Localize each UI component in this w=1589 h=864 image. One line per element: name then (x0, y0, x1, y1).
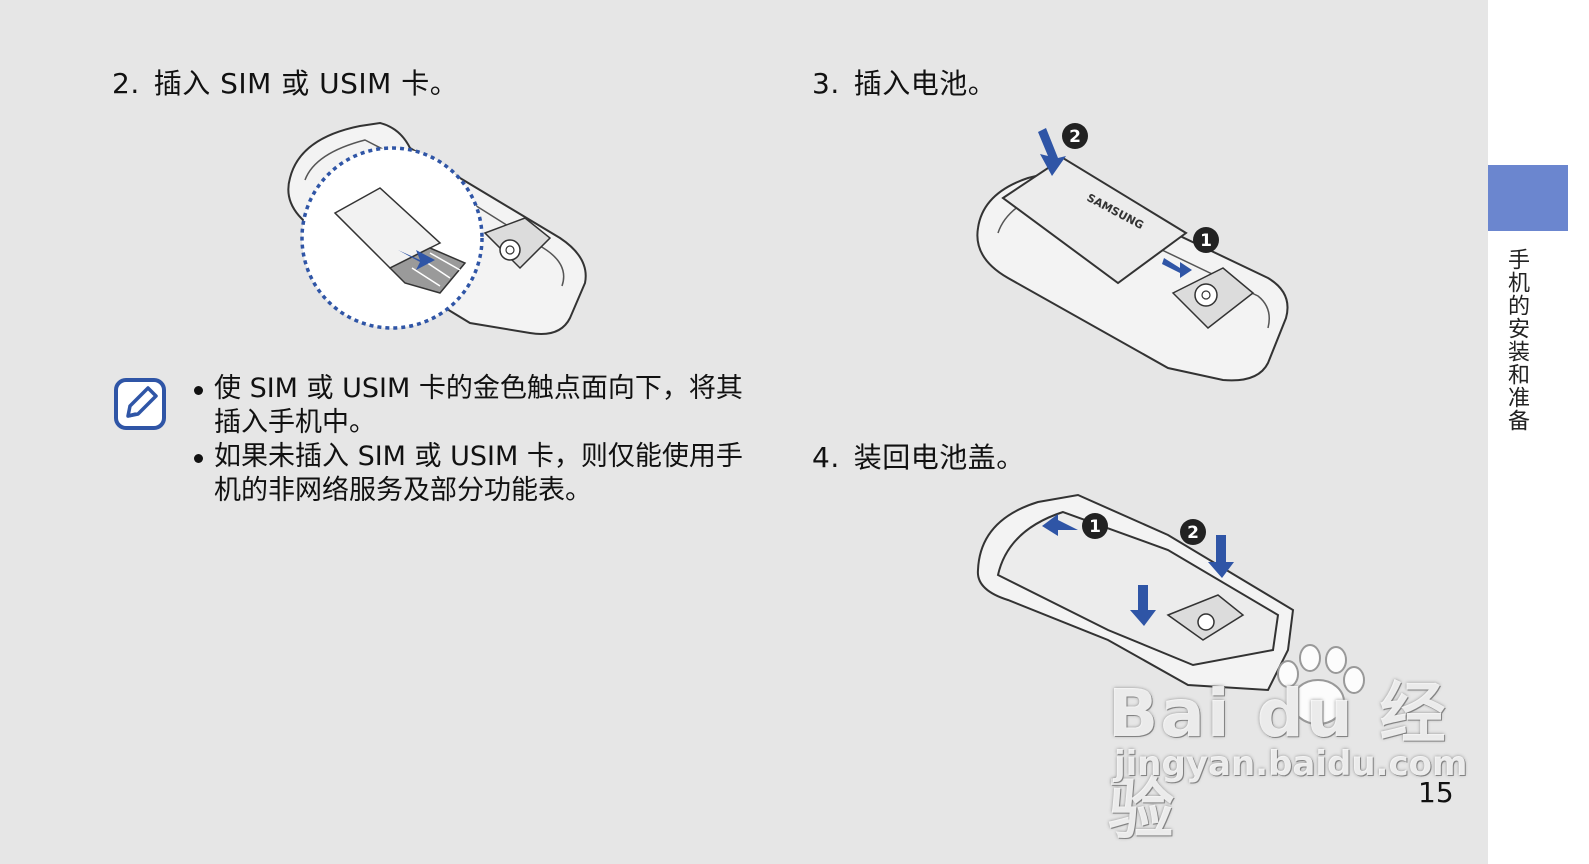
step-text: 插入电池。 (853, 67, 997, 100)
sim-insert-illustration (287, 121, 587, 335)
step-marker-1 (1193, 227, 1219, 253)
battery (1001, 156, 1188, 285)
step-number: 2. (112, 67, 140, 100)
note-pencil-icon (114, 378, 166, 430)
step-number: 3. (812, 67, 840, 100)
note-list: 使 SIM 或 USIM 卡的金色触点面向下，将其插入手机中。 如果未插入 SI… (192, 372, 752, 508)
press-down-arrow-icon (1130, 585, 1156, 626)
battery-cover-illustration: 1 2 (976, 493, 1295, 692)
slide-left-arrow-icon (1042, 514, 1078, 536)
note-item: 使 SIM 或 USIM 卡的金色触点面向下，将其插入手机中。 (192, 372, 752, 440)
step-4-heading: 4. 装回电池盖。 (812, 436, 1025, 476)
cover-marker-1 (1082, 513, 1108, 539)
step-3-heading: 3. 插入电池。 (812, 62, 996, 102)
side-margin (1488, 0, 1589, 864)
down-arrow-icon (1038, 128, 1066, 176)
cover-marker-2 (1180, 519, 1206, 545)
chapter-label: 手机的安装和准备 (1504, 248, 1529, 432)
paw-logo-icon (1277, 644, 1365, 725)
step-2-heading: 2. 插入 SIM 或 USIM 卡。 (112, 62, 458, 102)
battery-insert-illustration: SAMSUNG 2 1 (976, 123, 1289, 382)
page-number: 15 (1418, 776, 1454, 809)
baidu-watermark: Bai du 经验 jingyan.baidu.com (1108, 640, 1488, 848)
step-marker-2 (1062, 123, 1088, 149)
step-text: 插入 SIM 或 USIM 卡。 (153, 67, 459, 100)
svg-text:1: 1 (1200, 231, 1212, 251)
svg-text:2: 2 (1069, 127, 1081, 147)
chapter-tab (1488, 165, 1568, 231)
svg-text:1: 1 (1089, 517, 1101, 537)
note-item: 如果未插入 SIM 或 USIM 卡，则仅能使用手机的非网络服务及部分功能表。 (192, 440, 752, 508)
press-down-arrow-icon (1208, 535, 1234, 578)
step-number: 4. (812, 441, 840, 474)
svg-text:2: 2 (1187, 523, 1199, 543)
insert-arrow-icon (398, 250, 435, 270)
watermark-url: jingyan.baidu.com (1114, 744, 1468, 784)
step-text: 装回电池盖。 (853, 441, 1025, 474)
right-arrow-icon (1162, 258, 1192, 278)
watermark-main: Bai du 经验 (1108, 675, 1448, 848)
